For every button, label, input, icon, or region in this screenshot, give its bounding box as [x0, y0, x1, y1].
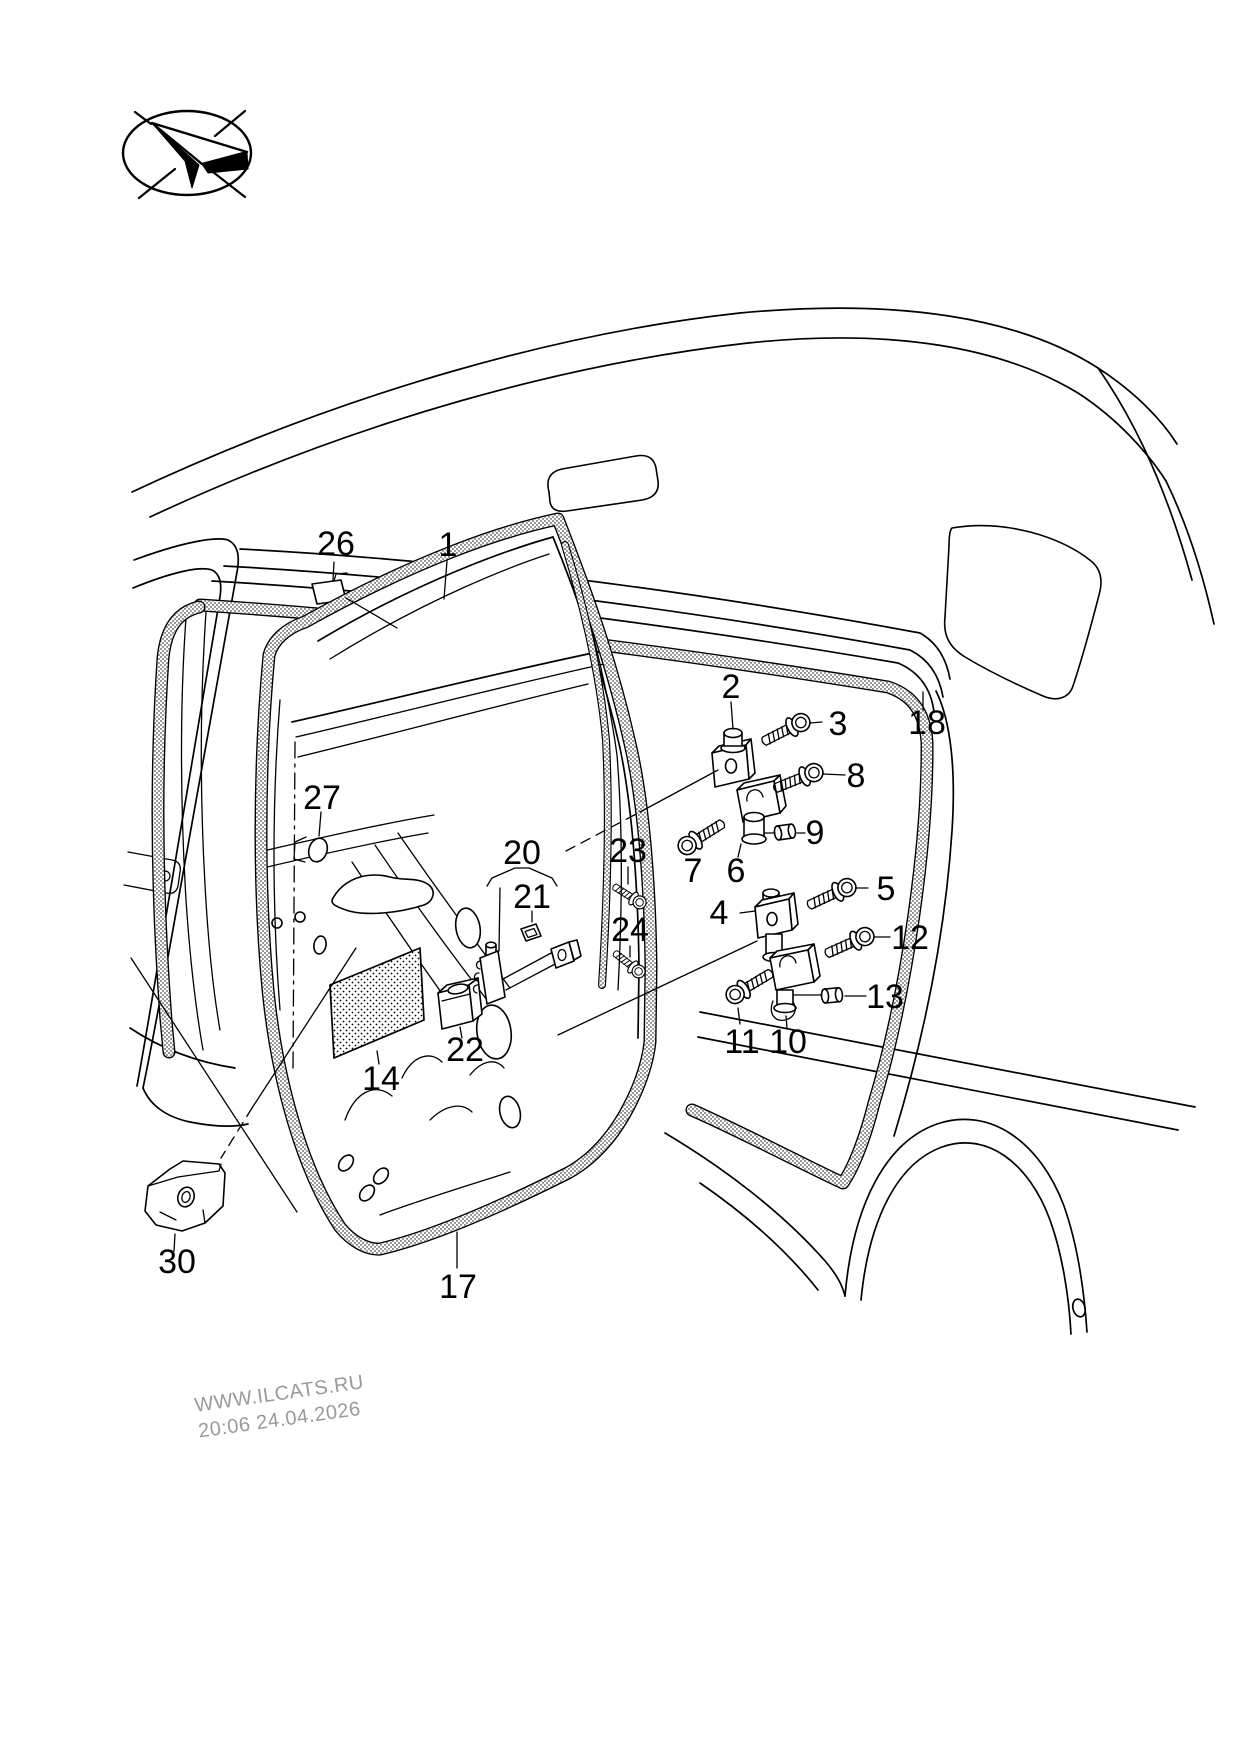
- part-callout-17: 17: [439, 1268, 477, 1306]
- part-callout-12: 12: [891, 919, 929, 957]
- hinge-pin-cap-13: [820, 986, 844, 1005]
- hinge-bolt-11: [721, 962, 778, 1009]
- part-callout-4: 4: [709, 894, 729, 932]
- part-callout-20: 20: [503, 834, 541, 872]
- part-callout-21: 21: [513, 878, 551, 916]
- sound-absorber-pad-14: [329, 947, 425, 1059]
- leader-lines: [130, 560, 924, 1269]
- lower-hinge-body-half-10: [769, 943, 821, 1021]
- part-callout-2: 2: [721, 668, 741, 706]
- part-callout-14: 14: [362, 1060, 400, 1098]
- part-callout-18: 18: [908, 704, 946, 742]
- door-check-strap: [472, 939, 582, 1005]
- part-callout-8: 8: [846, 757, 866, 795]
- pillar-latch-detail: [123, 851, 181, 894]
- grommet-27: [307, 837, 329, 863]
- part-callout-24: 24: [611, 911, 649, 949]
- rear-quarter-window: [943, 524, 1102, 700]
- upper-hinge-body-half-6: [736, 774, 787, 845]
- lower-hinge-assembly: [721, 873, 879, 1021]
- hinge-bolt-5: [802, 873, 861, 916]
- door-check-cover-22: [437, 977, 483, 1030]
- part-callout-6: 6: [726, 852, 746, 890]
- upper-hinge-door-half-2: [711, 727, 756, 788]
- part-callout-27: 27: [303, 779, 341, 817]
- part-callout-22: 22: [446, 1031, 484, 1069]
- check-strap-clip-21: [520, 923, 542, 942]
- part-callout-13: 13: [866, 978, 904, 1016]
- car-body-lines: [123, 307, 1215, 1335]
- brand-logo-icon: [121, 109, 253, 200]
- part-callout-5: 5: [876, 870, 896, 908]
- roof-trim-strip: [547, 454, 659, 513]
- part-callout-26: 26: [317, 525, 355, 563]
- part-callout-9: 9: [805, 814, 825, 852]
- hinge-bolt-12: [820, 922, 879, 965]
- part-callout-23: 23: [609, 832, 647, 870]
- door-pocket-cutout: [331, 874, 434, 915]
- part-callout-3: 3: [828, 705, 848, 743]
- hinge-pin-cap-9: [772, 822, 798, 842]
- part-callout-10: 10: [769, 1023, 807, 1061]
- upper-hinge-assembly: [673, 708, 827, 860]
- part-callout-1: 1: [438, 526, 458, 564]
- part-callout-30: 30: [158, 1243, 196, 1281]
- rear-door: [261, 519, 651, 1249]
- part-callout-11: 11: [724, 1023, 760, 1061]
- rear-wheel-arch: [844, 1118, 1088, 1333]
- part-callout-7: 7: [683, 852, 703, 890]
- door-check-assembly-20: [437, 923, 582, 1030]
- hinge-bolt-3: [757, 708, 815, 752]
- door-check-body-30: [144, 1160, 226, 1232]
